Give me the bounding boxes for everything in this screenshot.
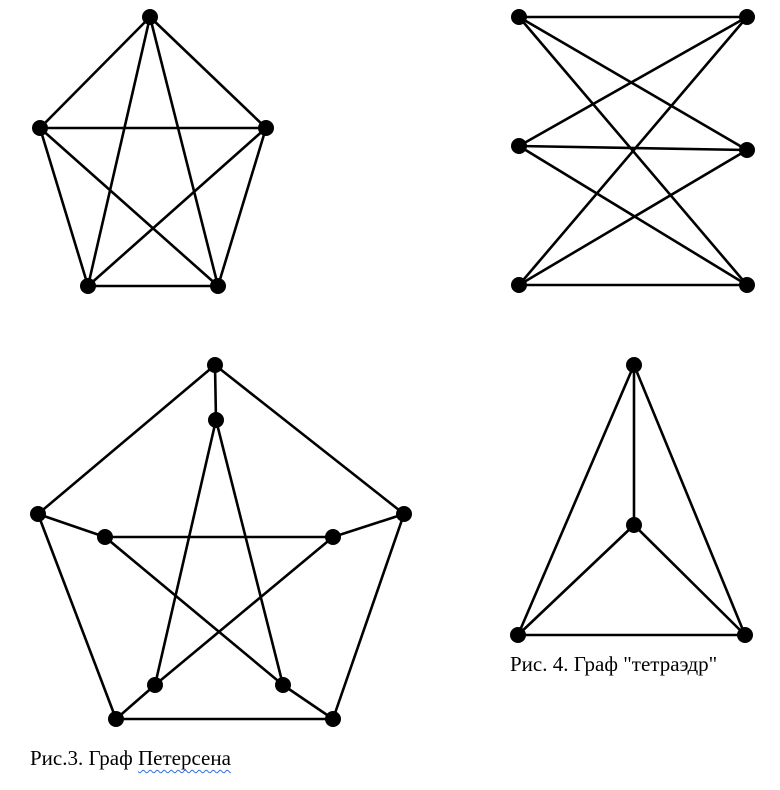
petersen-spoke-edge: [36, 512, 107, 539]
k5-edge: [38, 126, 220, 288]
k5-node: [258, 120, 274, 136]
petersen-spoke-edge: [114, 683, 157, 721]
k33-edge: [517, 148, 749, 287]
k5-edge: [38, 15, 152, 130]
petersen-inner-edge: [153, 535, 335, 687]
k33-node: [739, 142, 755, 158]
petersen-spoke-edge: [331, 512, 406, 539]
k5-node: [32, 120, 48, 136]
k5-node: [210, 278, 226, 294]
tetrahedron-graph: [510, 357, 753, 643]
petersen-caption-prefix: Рис.3. Граф: [30, 746, 138, 770]
k33-node: [739, 277, 755, 293]
k5-edge: [148, 15, 220, 288]
k5-edge: [86, 126, 268, 288]
k33-node: [739, 9, 755, 25]
k33-edge: [517, 15, 749, 287]
tetra-edge: [516, 363, 636, 637]
tetrahedron-caption: Рис. 4. Граф "тетраэдр": [510, 652, 718, 676]
tetra-node: [737, 627, 753, 643]
petersen-node: [396, 506, 412, 522]
petersen-node: [325, 711, 341, 727]
complete-graph-k5: [32, 9, 274, 294]
petersen-outer-edge: [213, 363, 406, 516]
tetra-node: [626, 517, 642, 533]
bipartite-graph-k33: [511, 9, 755, 293]
tetra-node: [510, 627, 526, 643]
k5-edge: [216, 126, 268, 288]
petersen-caption: Рис.3. Граф Петерсена: [30, 748, 231, 769]
petersen-inner-edge: [153, 418, 218, 687]
tetra-edge: [632, 523, 747, 637]
tetra-edge: [632, 363, 747, 637]
k5-node: [80, 278, 96, 294]
petersen-graph: [30, 357, 412, 727]
petersen-caption-name: Петерсена: [137, 746, 231, 770]
k33-edge: [517, 144, 749, 287]
petersen-node: [97, 529, 113, 545]
petersen-node: [30, 506, 46, 522]
k5-edge: [38, 126, 90, 288]
k33-edge: [517, 15, 749, 152]
petersen-node: [108, 711, 124, 727]
petersen-outer-edge: [331, 512, 406, 721]
petersen-outer-edge: [36, 363, 217, 516]
petersen-node: [275, 677, 291, 693]
k33-node: [511, 277, 527, 293]
k33-edge: [517, 15, 749, 148]
k5-edge: [86, 15, 152, 288]
k5-node: [142, 9, 158, 25]
petersen-node: [325, 529, 341, 545]
petersen-node: [208, 412, 224, 428]
petersen-spoke-edge: [281, 683, 335, 721]
petersen-outer-edge: [36, 512, 118, 721]
petersen-node: [147, 677, 163, 693]
petersen-node: [207, 357, 223, 373]
k33-node: [511, 138, 527, 154]
k5-edge: [148, 15, 268, 130]
k33-node: [511, 9, 527, 25]
tetra-node: [626, 357, 642, 373]
petersen-spoke-edge: [213, 363, 218, 422]
petersen-inner-edge: [214, 418, 285, 687]
k33-edge: [517, 144, 749, 152]
tetra-edge: [516, 523, 636, 637]
petersen-inner-edge: [103, 535, 285, 687]
